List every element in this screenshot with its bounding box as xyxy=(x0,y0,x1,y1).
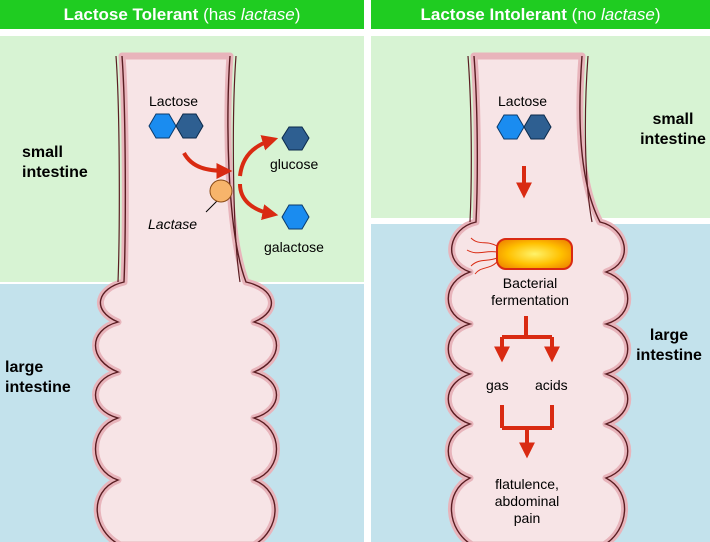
header-title: Lactose Tolerant xyxy=(63,5,199,24)
glucose-arrow xyxy=(238,135,279,177)
lactose-tolerant-panel: Lactose Tolerant (has lactase) small int xyxy=(0,0,364,542)
small-intestine-label: small intestine xyxy=(640,111,706,148)
glucose-label: glucose xyxy=(270,156,319,172)
header-paren-close: ) xyxy=(654,5,661,24)
lactose-label: Lactose xyxy=(149,93,199,109)
lactase-enzyme xyxy=(209,179,233,203)
lactose-intolerant-header: Lactose Intolerant (no lactase) xyxy=(371,0,710,29)
tolerant-diagram xyxy=(92,52,310,542)
bacterium-flagella xyxy=(466,237,498,275)
lactose-glucose-hexagon xyxy=(175,113,204,139)
gas-label: gas xyxy=(486,377,509,393)
lactose-glucose-hexagon xyxy=(523,114,552,140)
lactase-pointer-line xyxy=(205,199,219,213)
lactase-label: Lactase xyxy=(148,216,198,232)
lactose-intolerant-panel: Lactose Intolerant (no lactase) xyxy=(371,0,710,542)
header-enzyme: lactase xyxy=(240,5,295,24)
bacterial-fermentation-label: Bacterial fermentation xyxy=(491,275,569,308)
galactose-hexagon xyxy=(281,204,310,230)
galactose-label: galactose xyxy=(264,239,324,255)
galactose-arrow xyxy=(238,183,279,220)
large-intestine-label: large intestine xyxy=(5,359,71,396)
glucose-hexagon xyxy=(281,126,310,151)
lactose-tolerant-header: Lactose Tolerant (has lactase) xyxy=(0,0,364,29)
header-paren-open: (has xyxy=(203,5,241,24)
lactose-galactose-hexagon xyxy=(148,113,177,139)
intolerant-diagram xyxy=(444,52,632,542)
symptoms-merge-arrow xyxy=(500,405,554,459)
header-enzyme: lactase xyxy=(600,5,655,24)
lactose-galactose-hexagon xyxy=(496,114,525,140)
header-paren-close: ) xyxy=(294,5,301,24)
header-title: Lactose Intolerant xyxy=(420,5,567,24)
symptoms-label: flatulence, abdominal pain xyxy=(494,476,560,526)
lactose-label: Lactose xyxy=(498,93,548,109)
acids-label: acids xyxy=(535,377,568,393)
panel-divider xyxy=(364,0,371,542)
header-paren-open: (no xyxy=(571,5,601,24)
fermentation-fork-arrow xyxy=(494,316,560,363)
large-intestine-label: large intestine xyxy=(636,327,702,364)
lactose-to-lactase-arrow xyxy=(182,151,233,179)
small-intestine-label: small intestine xyxy=(22,144,88,181)
bacterium xyxy=(496,238,573,270)
